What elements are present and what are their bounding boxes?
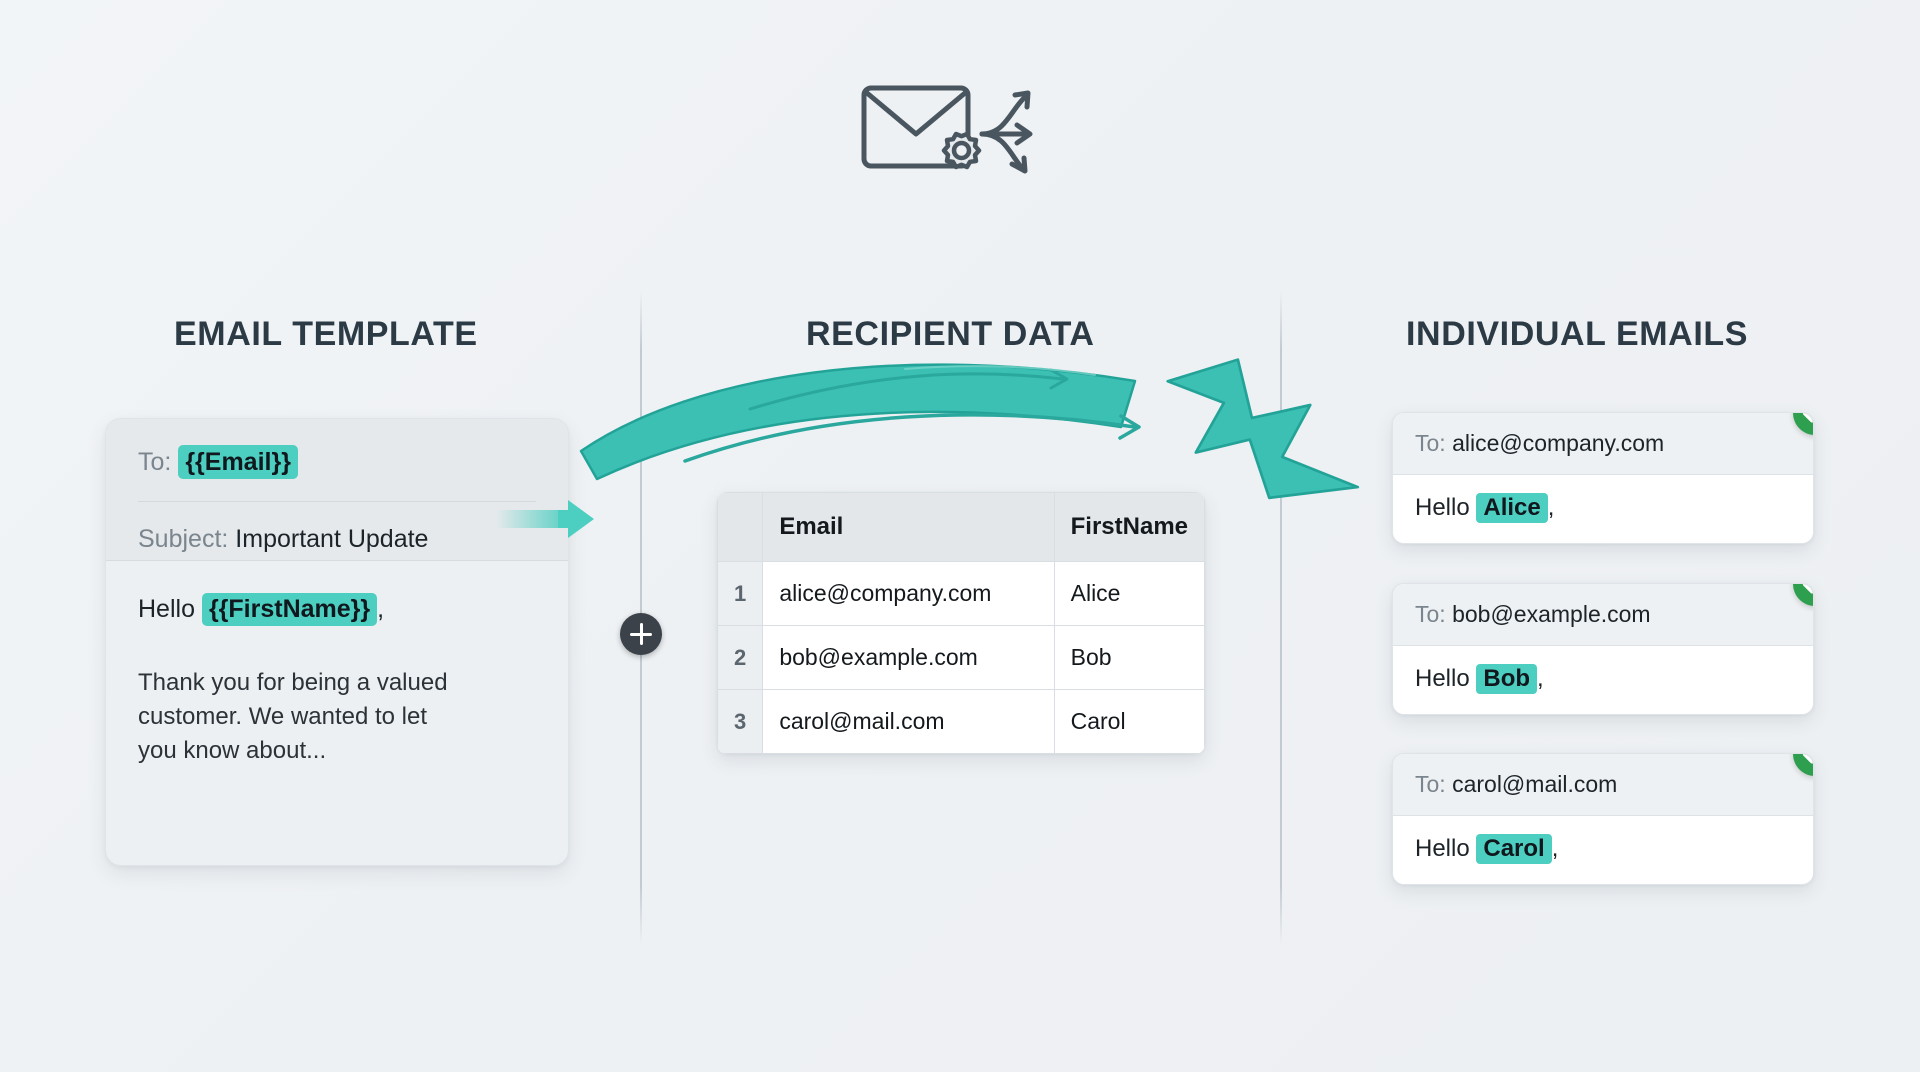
email-template-body: Hello {{FirstName}}, Thank you for being… [106, 561, 568, 768]
cell-email[interactable]: alice@company.com [762, 561, 1055, 626]
email-card-greeting-suffix: , [1537, 665, 1544, 692]
individual-email-card[interactable]: To: alice@company.com Hello Alice, [1392, 412, 1814, 544]
cell-firstname[interactable]: Bob [1053, 625, 1205, 690]
email-card-greeting-prefix: Hello [1415, 665, 1470, 692]
template-paragraph: Thank you for being a valued customer. W… [138, 669, 448, 765]
email-card-to-row: To: alice@company.com [1393, 413, 1813, 475]
individual-email-card[interactable]: To: bob@example.com Hello Bob, [1392, 583, 1814, 715]
plus-merge-icon [620, 613, 662, 655]
email-card-greeting-suffix: , [1547, 494, 1555, 521]
table-header-row: Email FirstName [717, 492, 1205, 562]
email-card-body: Hello Alice, [1393, 475, 1813, 543]
email-card-to-value: alice@company.com [1452, 430, 1665, 456]
column-title-recipient-data: RECIPIENT DATA [806, 315, 1095, 353]
data-flow-arrow [575, 355, 1405, 505]
email-card-name: Bob [1476, 664, 1538, 694]
template-greeting: Hello {{FirstName}}, [138, 593, 536, 626]
template-to-row: To: {{Email}} [138, 445, 536, 502]
email-card-body: Hello Bob, [1393, 646, 1813, 714]
check-circle-icon [1793, 584, 1813, 606]
email-card-body: Hello Carol, [1393, 816, 1813, 884]
cell-email[interactable]: bob@example.com [762, 625, 1055, 690]
template-greeting-prefix: Hello [138, 595, 195, 623]
email-card-greeting-prefix: Hello [1415, 494, 1470, 521]
table-header-email: Email [762, 492, 1055, 562]
table-row[interactable]: 3 carol@mail.com Carol [717, 689, 1205, 754]
email-card-name: Alice [1476, 493, 1548, 523]
email-card-greeting-suffix: , [1551, 835, 1559, 862]
check-circle-icon [1793, 754, 1813, 776]
email-card-to-label: To: [1415, 430, 1446, 456]
table-header-index [717, 492, 764, 562]
email-template-card: To: {{Email}} Subject: Important Update … [105, 418, 569, 866]
table-header-firstname: FirstName [1053, 492, 1205, 562]
table-body: 1 alice@company.com Alice 2 bob@example.… [717, 561, 1205, 754]
table-row[interactable]: 1 alice@company.com Alice [717, 561, 1205, 626]
table-row[interactable]: 2 bob@example.com Bob [717, 625, 1205, 690]
template-subject-row: Subject: Important Update [138, 502, 536, 554]
cell-firstname[interactable]: Alice [1053, 561, 1205, 626]
table-head: Email FirstName [717, 492, 1205, 562]
cell-firstname[interactable]: Carol [1053, 689, 1205, 754]
email-template-header: To: {{Email}} Subject: Important Update [106, 419, 568, 561]
template-to-label: To: [138, 448, 172, 476]
email-card-to-value: bob@example.com [1452, 601, 1651, 627]
email-card-to-label: To: [1415, 601, 1446, 627]
envelope-gear-distribute-icon [858, 72, 1058, 192]
merge-tag-firstname: {{FirstName}} [201, 593, 378, 626]
merge-connector [496, 490, 606, 548]
template-subject-label: Subject: [138, 525, 229, 553]
email-card-to-row: To: bob@example.com [1393, 584, 1813, 646]
row-index: 3 [717, 689, 764, 754]
row-index: 2 [717, 625, 764, 690]
column-title-individual-emails: INDIVIDUAL EMAILS [1406, 315, 1749, 353]
email-card-greeting-prefix: Hello [1415, 835, 1470, 862]
email-card-name: Carol [1476, 834, 1552, 864]
divider-right [1280, 290, 1282, 945]
cell-email[interactable]: carol@mail.com [762, 689, 1055, 754]
email-card-to-label: To: [1415, 771, 1446, 797]
merge-tag-email: {{Email}} [178, 445, 298, 479]
template-greeting-suffix: , [377, 595, 385, 623]
individual-email-card[interactable]: To: carol@mail.com Hello Carol, [1392, 753, 1814, 885]
row-index: 1 [717, 561, 764, 626]
email-card-to-row: To: carol@mail.com [1393, 754, 1813, 816]
check-circle-icon [1793, 413, 1813, 435]
template-subject-value: Important Update [235, 525, 429, 553]
email-card-to-value: carol@mail.com [1452, 771, 1618, 797]
column-title-email-template: EMAIL TEMPLATE [174, 315, 478, 353]
recipient-data-table[interactable]: Email FirstName 1 alice@company.com Alic… [717, 492, 1205, 754]
